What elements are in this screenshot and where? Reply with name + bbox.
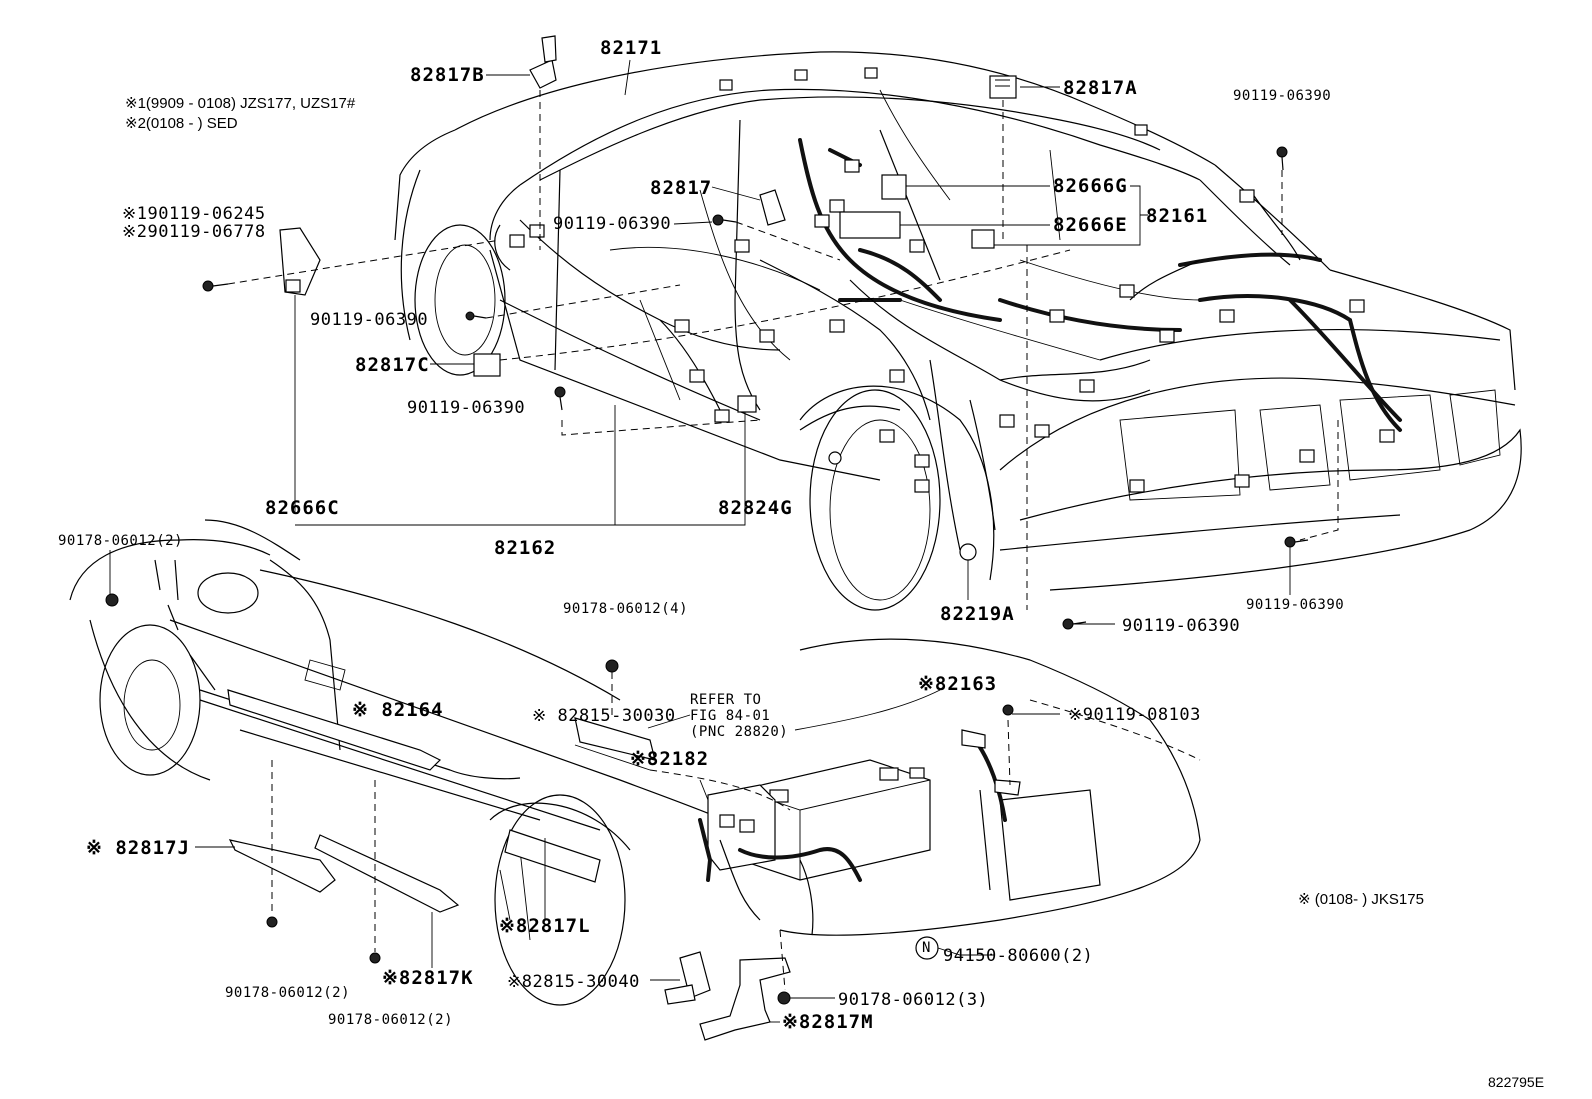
label-90178-06012-top-left: 90178-06012(2) [58, 533, 184, 549]
label-82815-30030: ※ 82815-30030 [532, 706, 676, 726]
new-marker-letter: N [922, 940, 931, 956]
rear-battery-view [574, 638, 1201, 1041]
label-90119-06390-mid: 90119-06390 [553, 214, 672, 234]
label-82817B: 82817B [410, 64, 485, 86]
label-90178-06012-bottom-2: 90178-06012(2) [328, 1012, 454, 1028]
label-82182: ※82182 [630, 748, 710, 770]
label-82817L: ※82817L [499, 915, 591, 937]
label-82162: 82162 [494, 537, 557, 559]
label-82164: ※ 82164 [352, 699, 444, 721]
label-90119-06390-top-right: 90119-06390 [1233, 88, 1332, 104]
dashed-lines [227, 90, 1339, 991]
label-90119-06390-right: 90119-06390 [1246, 597, 1345, 613]
label-90178-06012-bottom-1: 90178-06012(2) [225, 985, 351, 1001]
label-90119-08103: ※90119-08103 [1068, 705, 1201, 725]
figure-id: 822795E [1488, 1074, 1545, 1090]
label-82219A: 82219A [940, 603, 1015, 625]
label-82817C: 82817C [355, 354, 430, 376]
label-82171: 82171 [600, 37, 663, 59]
label-82163: ※82163 [918, 673, 998, 695]
label-94150-80600: 94150-80600(2) [943, 946, 1094, 966]
label-90119-06390-left-1: 90119-06390 [310, 310, 429, 330]
label-82817K: ※82817K [382, 967, 474, 989]
label-90119-06390-left-2: 90119-06390 [407, 398, 526, 418]
upper-parts [202, 35, 1309, 630]
bolt-icons [202, 146, 1309, 630]
label-82817J: ※ 82817J [86, 837, 190, 859]
label-90178-06012-3: 90178-06012(3) [838, 990, 989, 1010]
note-3: ※ (0108- ) JKS175 [1298, 891, 1424, 908]
note-1: ※1(9909 - 0108) JZS177, UZS17# [125, 95, 356, 112]
label-82817A: 82817A [1063, 77, 1138, 99]
label-82815-30040: ※82815-30040 [507, 972, 640, 992]
side-skirt-view [69, 519, 1014, 1006]
label-90178-06012-4: 90178-06012(4) [563, 601, 689, 617]
label-90119-06245: ※190119-06245 [122, 204, 266, 224]
label-refer-pnc: (PNC 28820) [690, 724, 789, 740]
label-82817M: ※82817M [782, 1011, 874, 1033]
label-82666C: 82666C [265, 497, 340, 519]
label-82817: 82817 [650, 177, 713, 199]
label-82666E: 82666E [1053, 214, 1128, 236]
leader-lines [109, 59, 1291, 1023]
note-2: ※2(0108 - ) SED [125, 115, 238, 132]
label-refer-to: REFER TO [690, 692, 762, 708]
label-82161: 82161 [1146, 205, 1209, 227]
label-90119-06390-bottom: 90119-06390 [1122, 616, 1241, 636]
label-82666G: 82666G [1053, 175, 1128, 197]
label-82824G: 82824G [718, 497, 793, 519]
wire-harnesses [494, 67, 1402, 561]
label-90119-06778: ※290119-06778 [122, 222, 266, 242]
label-refer-fig: FIG 84-01 [690, 708, 771, 724]
